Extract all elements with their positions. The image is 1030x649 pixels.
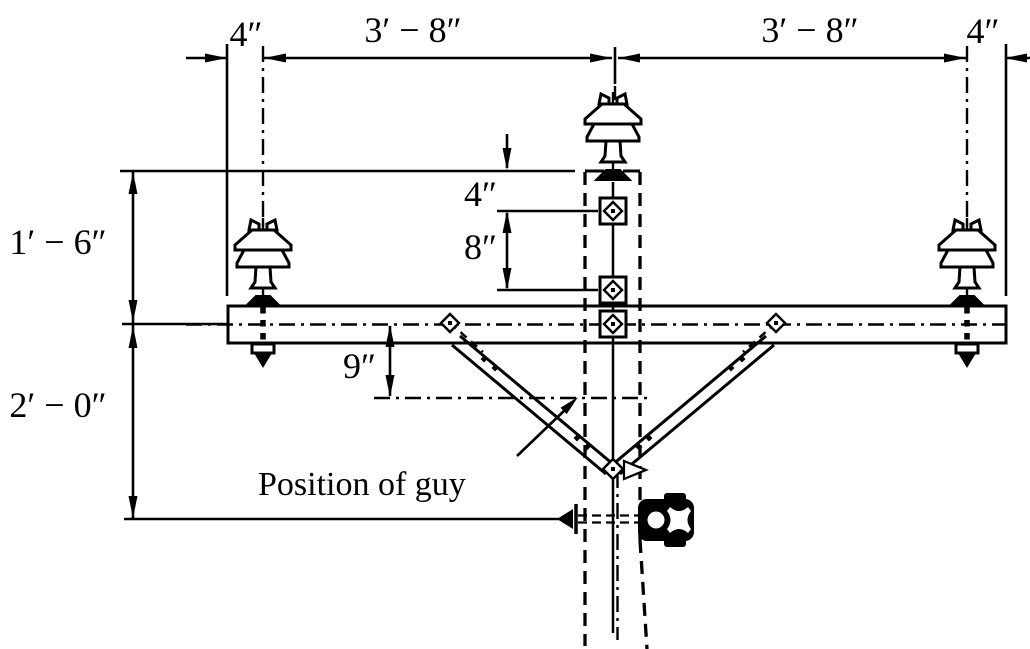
guy-drop-dimension: 9″ <box>343 325 648 400</box>
pole-bolt-middle <box>598 275 628 305</box>
brace-right <box>611 312 787 476</box>
pole-bolt-crossarm <box>598 309 628 339</box>
guy-leader-arrow <box>560 397 578 415</box>
dim-label-bolt-upper: 4″ <box>464 174 497 214</box>
guy-annotation: Position of guy <box>258 397 578 503</box>
pole-bolts <box>598 196 628 339</box>
guy-attachment-hardware <box>638 493 694 547</box>
brace-apex-bolt <box>601 457 649 481</box>
dim-label-left-lower: 2′ − 0″ <box>9 385 106 425</box>
guy-label: Position of guy <box>258 466 466 503</box>
guy-bolt <box>557 504 641 534</box>
left-dimension-chain: 1′ − 6″ 2′ − 0″ <box>9 169 575 521</box>
dim-label-top-right-span: 3′ − 8″ <box>761 10 858 50</box>
dim-label-left-upper: 1′ − 6″ <box>9 222 106 262</box>
guy-leader-line <box>516 408 567 457</box>
top-dimension-chain: 4″ 3′ − 8″ 3′ − 8″ 4″ <box>186 10 1030 296</box>
crossarm <box>186 304 1008 345</box>
pole-edge-right-taper <box>638 539 649 649</box>
guy-bolt-head <box>557 509 573 529</box>
insulator-center <box>583 90 643 182</box>
pole-outline <box>583 169 649 649</box>
dim-label-bolt-spacing: 8″ <box>464 227 497 267</box>
pole-bolt-upper <box>598 196 628 226</box>
insulator-pin-left <box>250 307 276 368</box>
insulator-left <box>233 216 293 308</box>
dim-label-top-left-span: 3′ − 8″ <box>364 10 461 50</box>
brace-left <box>439 312 615 476</box>
insulator-right <box>937 216 997 308</box>
dim-label-top-right-offset: 4″ <box>967 11 1000 51</box>
insulator-pin-right <box>954 307 980 368</box>
brace-apex-clamp <box>622 459 649 481</box>
pole-bolt-dimensions: 4″ 8″ <box>464 134 598 292</box>
dim-label-brace-drop: 9″ <box>343 346 376 386</box>
dim-label-top-left-offset: 4″ <box>230 14 263 54</box>
